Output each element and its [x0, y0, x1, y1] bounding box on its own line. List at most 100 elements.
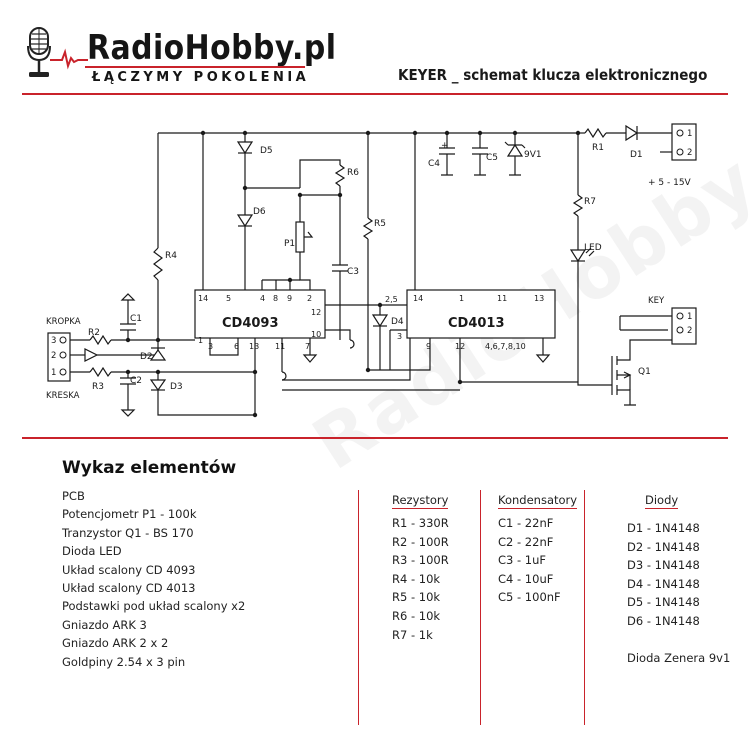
- bom-title: Wykaz elementów: [62, 458, 237, 478]
- label-d6: D6: [253, 207, 266, 217]
- list-item: C3 - 1uF: [498, 553, 547, 568]
- label-r3: R3: [92, 382, 104, 392]
- label-c1: C1: [130, 314, 142, 324]
- label-p1: P1: [284, 239, 295, 249]
- ic2-pin-1: 1: [459, 294, 464, 303]
- list-item: C2 - 22nF: [498, 534, 554, 549]
- key-pin-2: 2: [687, 326, 692, 336]
- header: RadioHobby.pl ŁĄCZYMY POKOLENIA KEYER _ …: [0, 0, 750, 100]
- label-c2: C2: [130, 376, 142, 386]
- ic1-pin-12: 12: [311, 308, 321, 317]
- list-item: Dioda LED: [62, 544, 122, 559]
- ic1-pin-9: 9: [287, 294, 292, 303]
- capacitors-heading: Kondensatory: [498, 493, 578, 509]
- list-item: Układ scalony CD 4013: [62, 580, 196, 595]
- list-item: Układ scalony CD 4093: [62, 562, 196, 577]
- ic1-pin-8: 8: [273, 294, 278, 303]
- ic1-pin-10: 10: [311, 330, 321, 339]
- key-pin-1: 1: [687, 312, 692, 322]
- ic2-pin-3: 3: [397, 332, 402, 341]
- label-r2: R2: [88, 328, 100, 338]
- list-item: Podstawki pod układ scalony x2: [62, 599, 246, 614]
- list-item: D6 - 1N4148: [627, 613, 700, 628]
- list-item: D1 - 1N4148: [627, 521, 700, 535]
- column-divider: [480, 490, 481, 725]
- ic1-pin-5: 5: [226, 294, 231, 303]
- list-item: Tranzystor Q1 - BS 170: [62, 525, 194, 540]
- conn3-pin-2: 2: [51, 351, 56, 361]
- label-zener: 9V1: [524, 150, 542, 160]
- diodes-column: Diody D1 - 1N4148 D2 - 1N4148 D3 - 1N414…: [627, 493, 730, 665]
- label-q1: Q1: [638, 367, 651, 377]
- label-c4: C4: [428, 159, 440, 169]
- ic1-pin-6: 6: [234, 342, 239, 351]
- schematic-diagram: D5 D6 R6 P1 C3 R5 R4 C4 + C5 9V1 R1 D1 R…: [46, 123, 697, 418]
- page-title: KEYER _ schemat klucza elektronicznego: [398, 66, 708, 84]
- logo-text: RadioHobby.pl: [87, 28, 337, 68]
- label-r1: R1: [592, 143, 604, 153]
- conn3-pin-3: 3: [51, 336, 56, 346]
- ic1-pin-1: 1: [198, 336, 203, 345]
- ic1-pin-11: 11: [275, 342, 285, 351]
- zener-diode-note: Dioda Zenera 9v1: [627, 650, 731, 665]
- list-item: Goldpiny 2.54 x 3 pin: [62, 654, 186, 669]
- ic2-label: CD4013: [448, 316, 505, 331]
- list-item: PCB: [62, 489, 85, 503]
- label-c5: C5: [486, 153, 498, 163]
- label-kropka: KROPKA: [46, 317, 81, 327]
- capacitors-column: Kondensatory C1 - 22nF C2 - 22nF C3 - 1u…: [498, 493, 578, 607]
- list-item: R2 - 100R: [392, 534, 449, 549]
- resistors-column: Rezystory R1 - 330R R2 - 100R R3 - 100R …: [392, 493, 449, 644]
- label-supply: + 5 - 15V: [648, 178, 692, 188]
- conn3-pin-1: 1: [51, 368, 56, 378]
- list-item: Gniazdo ARK 3: [62, 617, 147, 632]
- list-item: D4 - 1N4148: [627, 576, 700, 591]
- schematic-divider: [22, 437, 728, 439]
- label-d3: D3: [170, 382, 183, 392]
- ic2-pin-14: 14: [413, 294, 423, 303]
- label-r7: R7: [584, 197, 596, 207]
- column-divider: [358, 490, 359, 725]
- list-item: C4 - 10uF: [498, 571, 554, 586]
- power-pin-2: 2: [687, 148, 692, 158]
- resistors-heading: Rezystory: [392, 493, 449, 509]
- logo-tagline: ŁĄCZYMY POKOLENIA: [92, 70, 310, 85]
- column-divider: [584, 490, 585, 725]
- ic2-pin-9: 9: [426, 342, 431, 351]
- label-r4: R4: [165, 251, 177, 261]
- list-item: Potencjometr P1 - 100k: [62, 507, 197, 522]
- ic1-pin-3: 3: [208, 342, 213, 351]
- label-c3: C3: [347, 267, 359, 277]
- list-item: R7 - 1k: [392, 627, 433, 642]
- ic2-pin-13: 13: [534, 294, 544, 303]
- header-divider: [22, 93, 728, 95]
- microphone-logo-icon: [27, 27, 88, 77]
- label-d4: D4: [391, 317, 404, 327]
- ic1-pin-13: 13: [249, 342, 259, 351]
- ic1-pin-2: 2: [307, 294, 312, 303]
- label-c4-plus: +: [441, 141, 449, 151]
- list-item: C1 - 22nF: [498, 516, 554, 530]
- list-item: C5 - 100nF: [498, 590, 561, 605]
- list-item: D2 - 1N4148: [627, 539, 700, 554]
- ic2-pin-2-5: 2,5: [385, 295, 398, 304]
- ic1-label: CD4093: [222, 316, 279, 331]
- diodes-heading: Diody: [645, 493, 679, 509]
- list-item: R6 - 10k: [392, 608, 441, 623]
- list-item: D5 - 1N4148: [627, 595, 700, 610]
- list-item: R1 - 330R: [392, 516, 449, 530]
- logo-underline: [85, 66, 305, 68]
- label-d5: D5: [260, 146, 273, 156]
- ic2-pin-11: 11: [497, 294, 507, 303]
- label-led: LED: [584, 243, 602, 253]
- label-r6: R6: [347, 168, 359, 178]
- label-key: KEY: [648, 296, 665, 306]
- label-kreska: KRESKA: [46, 391, 80, 401]
- label-r5: R5: [374, 219, 386, 229]
- list-item: R5 - 10k: [392, 590, 441, 605]
- ic2-pin-4-6-7-8-10: 4,6,7,8,10: [485, 342, 526, 351]
- ic1-pin-4: 4: [260, 294, 265, 303]
- ic1-pin-7: 7: [305, 342, 310, 351]
- bom-items-list: PCB Potencjometr P1 - 100k Tranzystor Q1…: [62, 487, 245, 671]
- ic1-pin-14: 14: [198, 294, 208, 303]
